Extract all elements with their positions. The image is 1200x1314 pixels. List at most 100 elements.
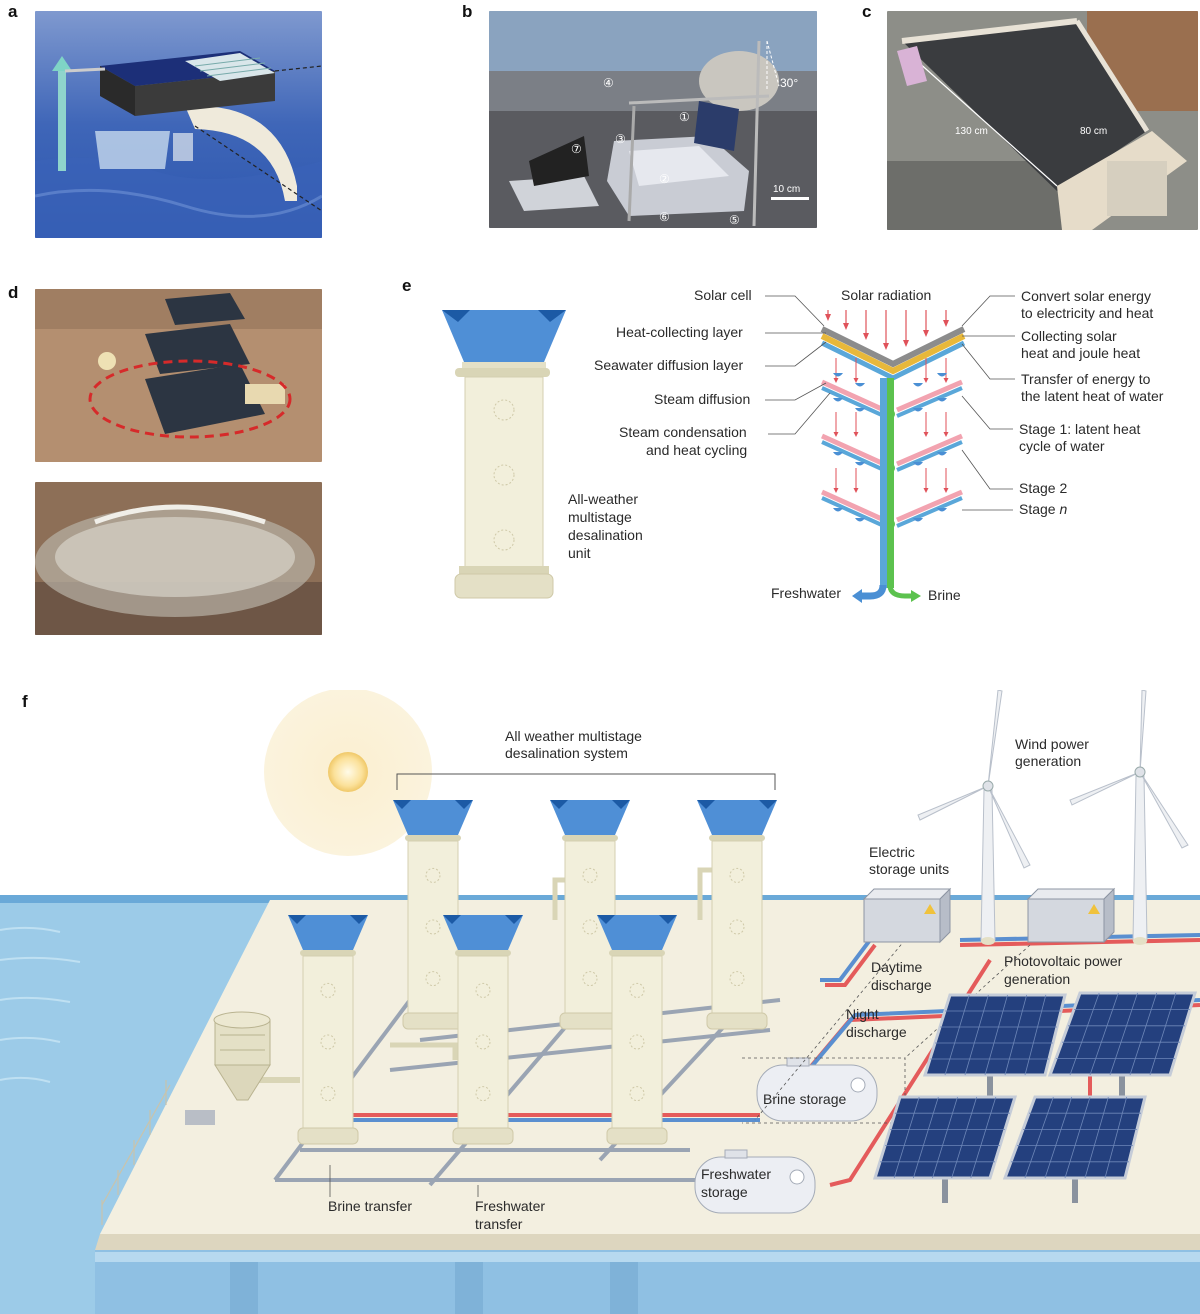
system-label-line1: All weather multistage [505,728,642,744]
droplet [913,383,923,387]
unit-label-line3: desalination [568,527,643,543]
panel-f-illustration: Brine storage Freshwater storage [0,690,1200,1314]
transfer-label-line1: Transfer of energy to [1021,371,1151,387]
storage-label-line2: storage units [869,861,949,877]
droplet [855,518,865,522]
freshwater-transfer-label-line2: transfer [475,1216,523,1232]
marker-3: ③ [615,132,626,146]
panel-letter-a: a [8,2,18,21]
silo-tank [185,1011,271,1125]
panel-letter-e: e [402,276,412,295]
steam-condensation-label-line2: and heat cycling [646,442,747,458]
warning-icon [1088,904,1100,914]
droplet [833,373,843,377]
desalination-column [697,800,777,1030]
solar-cell-label: Solar cell [694,287,752,303]
stage-n-italic: n [1059,501,1067,517]
droplet [913,462,923,466]
droplet [855,383,865,387]
electric-storage-unit-1 [862,887,952,944]
solar-cell-layer [820,326,966,368]
stage-n-label: Stage n [1019,501,1067,517]
panel-letter-f: f [22,692,28,711]
unit-label-line4: unit [568,545,591,561]
panel-e-schematic: All-weather multistage desalination unit… [442,287,1164,603]
desalination-unit-column [442,310,566,599]
scale-bar-label: 10 cm [773,184,800,195]
desalination-column [597,915,677,1145]
freshwater-storage-tank [694,1149,816,1214]
collecting-label-line2: heat and joule heat [1021,345,1140,361]
panel-d-photo-top [35,289,322,462]
stage1-label-line2: cycle of water [1019,438,1105,454]
night-label-line1: Night [846,1006,879,1022]
radiation-arrow [843,310,849,330]
stage-2 [820,412,963,473]
radiation-arrow [863,310,869,340]
warning-icon [924,904,936,914]
solar-panel [922,993,1067,1100]
radiation-arrow [943,310,949,327]
freshwater-arrow [852,589,862,603]
brine-channel [887,378,894,588]
stage-n-prefix: Stage [1019,501,1059,517]
droplet [833,508,843,512]
marker-1: ① [679,110,690,124]
stage2-label: Stage 2 [1019,480,1067,496]
arch-support [185,105,297,201]
droplet [855,408,865,412]
scale-bar [771,197,809,200]
photovoltaic-panels [872,991,1198,1203]
marker-5: ⑤ [729,213,740,227]
pv-label-line2: generation [1004,971,1070,987]
stage-3 [820,468,963,529]
convert-label-line1: Convert solar energy [1021,288,1151,304]
daytime-label-line2: discharge [871,977,932,993]
marker-7: ⑦ [571,142,582,156]
dim-short-label: 80 cm [1080,126,1107,137]
stage-1 [820,358,963,419]
transfer-label-line2: the latent heat of water [1021,388,1164,404]
droplet [833,398,843,402]
droplet [937,373,947,377]
desalination-column [443,915,523,1145]
system-label-line2: desalination system [505,745,628,761]
unit-label-line1: All-weather [568,491,638,507]
radiation-arrow [903,310,909,347]
marker-6: ⑥ [659,210,670,224]
solar-panel [1002,1095,1147,1203]
marker-4: ④ [603,76,614,90]
heat-collecting-label: Heat-collecting layer [616,324,743,340]
stages-group [820,358,963,529]
brine-arrow [911,590,921,602]
panel-letter-c: c [862,2,872,21]
heat-collecting-layer [820,333,966,375]
brine-output-label: Brine [928,587,961,603]
freshwater-storage-label-line1: Freshwater [701,1166,771,1182]
daytime-label-line1: Daytime [871,959,923,975]
radiation-arrow [825,310,831,321]
brine-transfer-label: Brine transfer [328,1198,412,1214]
freshwater-transfer-label-line1: Freshwater [475,1198,545,1214]
brine-storage-label: Brine storage [763,1091,846,1107]
wind-label-line1: Wind power [1015,736,1089,752]
pv-label-line1: Photovoltaic power [1004,953,1123,969]
seawater-diffusion-label: Seawater diffusion layer [594,357,743,373]
panel-d-photo-bottom [35,482,322,635]
droplet [937,508,947,512]
freshwater-channel [880,378,887,588]
convert-label-line2: to electricity and heat [1021,305,1153,321]
solar-radiation-label: Solar radiation [841,287,931,303]
solar-radiation-arrows [825,310,949,350]
steam-diffusion-label: Steam diffusion [654,391,750,407]
freshwater-output-label: Freshwater [771,585,841,601]
droplet [913,408,923,412]
panel-a-render [35,11,322,238]
droplet [833,452,843,456]
steam-condensation-label-line1: Steam condensation [619,424,747,440]
radiation-arrow [883,310,889,350]
droplet [937,398,947,402]
freshwater-storage-label-line2: storage [701,1184,748,1200]
storage-label-line1: Electric [869,844,915,860]
panel-b-photo: 30° ① ② ③ ④ ⑤ ⑥ ⑦ 10 cm [489,11,817,228]
